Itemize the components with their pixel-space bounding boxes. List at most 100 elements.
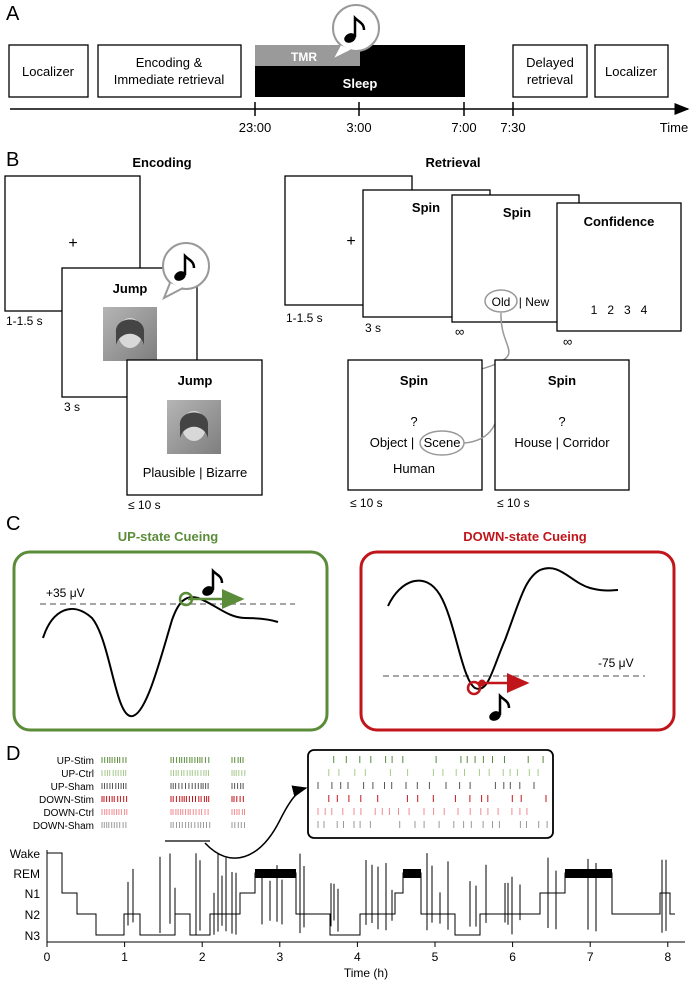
cue-word: Spin bbox=[548, 373, 576, 388]
up-cueing-title: UP-state Cueing bbox=[118, 529, 218, 544]
x-tick-label: 2 bbox=[199, 950, 206, 964]
x-tick-label: 1 bbox=[121, 950, 128, 964]
duration-label: 3 s bbox=[64, 400, 80, 414]
delayed-label-line2: retrieval bbox=[527, 72, 573, 87]
rem-block bbox=[255, 869, 296, 878]
duration-label: ≤ 10 s bbox=[497, 496, 530, 510]
time-axis-label: Time bbox=[660, 120, 688, 135]
encoding-box bbox=[97, 44, 242, 98]
detection-dot bbox=[478, 679, 486, 687]
localizer-label: Localizer bbox=[22, 64, 75, 79]
tmr-block bbox=[255, 45, 360, 66]
object-option: Object | bbox=[370, 435, 415, 450]
raster-label: DOWN-Sham bbox=[33, 821, 94, 832]
x-tick-label: 0 bbox=[44, 950, 51, 964]
up-state-panel bbox=[12, 550, 329, 732]
stage-label: N2 bbox=[25, 908, 41, 922]
face-image bbox=[167, 400, 221, 454]
scene-option: Scene bbox=[424, 435, 461, 450]
cue-word: Jump bbox=[113, 281, 148, 296]
encoding-title: Encoding bbox=[132, 155, 191, 170]
cue-word: Spin bbox=[412, 200, 440, 215]
zoom-marks bbox=[317, 756, 548, 828]
localizer-box-2 bbox=[594, 44, 669, 98]
detection-marker bbox=[466, 680, 482, 696]
stage-label: Wake bbox=[10, 847, 41, 861]
human-option: Human bbox=[393, 461, 435, 476]
question-mark: ? bbox=[558, 414, 565, 429]
down-threshold-label: -75 μV bbox=[598, 656, 634, 670]
face-image bbox=[103, 307, 157, 361]
sound-cue-bubble bbox=[329, 4, 380, 63]
confidence-title: Confidence bbox=[584, 214, 655, 229]
panel-label-c: C bbox=[6, 513, 20, 535]
rem-block bbox=[565, 869, 612, 878]
eeg-waveform bbox=[387, 567, 619, 690]
selection-circle bbox=[484, 289, 518, 313]
panel-label-d: D bbox=[6, 743, 20, 765]
choice-options: Plausible | Bizarre bbox=[143, 465, 248, 480]
eeg-waveform bbox=[42, 596, 279, 718]
raster-zoom-box bbox=[307, 749, 554, 839]
delayed-retrieval-box bbox=[512, 44, 588, 98]
down-state-panel bbox=[359, 550, 676, 732]
localizer-box bbox=[8, 44, 89, 98]
encoding-label-line1: Encoding & bbox=[136, 55, 203, 70]
confidence-screen bbox=[556, 202, 682, 332]
cue-word: Spin bbox=[400, 373, 428, 388]
tick-label: 23:00 bbox=[239, 120, 272, 135]
x-tick-label: 3 bbox=[276, 950, 283, 964]
duration-label: ∞ bbox=[563, 334, 572, 349]
cue-word: Jump bbox=[178, 373, 213, 388]
up-threshold-label: +35 μV bbox=[46, 586, 85, 600]
duration-label: ∞ bbox=[455, 324, 464, 339]
question-mark: ? bbox=[410, 414, 417, 429]
raster-marks bbox=[101, 757, 246, 828]
localizer-label-2: Localizer bbox=[605, 64, 658, 79]
stage-label: N1 bbox=[25, 887, 41, 901]
fixation-cross: + bbox=[346, 233, 355, 250]
raster-labels: UP-Stim UP-Ctrl UP-Sham DOWN-Stim DOWN-C… bbox=[33, 756, 94, 832]
x-tick-label: 6 bbox=[509, 950, 516, 964]
sound-cue-bubble bbox=[162, 242, 210, 301]
panel-label-b: B bbox=[6, 149, 19, 171]
cue-word: Spin bbox=[503, 205, 531, 220]
hypnogram-spikes bbox=[127, 853, 667, 935]
raster-label: DOWN-Ctrl bbox=[43, 808, 94, 819]
delayed-label-line1: Delayed bbox=[526, 55, 574, 70]
x-axis-label: Time (h) bbox=[344, 966, 388, 980]
tick-label: 7:00 bbox=[451, 120, 476, 135]
rem-block bbox=[403, 869, 421, 878]
stage-label: REM bbox=[13, 867, 40, 881]
raster-label: UP-Ctrl bbox=[61, 769, 94, 780]
x-tick-label: 8 bbox=[664, 950, 671, 964]
panel-label-a: A bbox=[6, 3, 20, 25]
tick-label: 7:30 bbox=[500, 120, 525, 135]
stage-label: N3 bbox=[25, 929, 41, 943]
hypnogram-trace bbox=[47, 852, 675, 936]
raster-label: UP-Sham bbox=[51, 782, 94, 793]
old-option: Old bbox=[492, 295, 511, 309]
fixation-cross: + bbox=[68, 235, 77, 252]
x-tick-label: 5 bbox=[432, 950, 439, 964]
encoding-label-line2: Immediate retrieval bbox=[114, 72, 225, 87]
tmr-label: TMR bbox=[291, 50, 317, 64]
raster-label: UP-Stim bbox=[57, 756, 94, 767]
tick-label: 3:00 bbox=[346, 120, 371, 135]
new-option: | New bbox=[519, 295, 550, 309]
x-tick-label: 7 bbox=[587, 950, 594, 964]
house-corridor-options: House | Corridor bbox=[514, 435, 610, 450]
retrieval-title: Retrieval bbox=[426, 155, 481, 170]
down-cueing-title: DOWN-state Cueing bbox=[463, 529, 587, 544]
raster-label: DOWN-Stim bbox=[39, 795, 94, 806]
sleep-label: Sleep bbox=[343, 76, 378, 91]
detection-marker bbox=[178, 591, 194, 607]
duration-label: 3 s bbox=[365, 321, 381, 335]
duration-label: ≤ 10 s bbox=[128, 498, 161, 512]
duration-label: ≤ 10 s bbox=[350, 496, 383, 510]
subcategory-screen bbox=[494, 359, 630, 491]
zoom-arrow bbox=[204, 785, 308, 859]
